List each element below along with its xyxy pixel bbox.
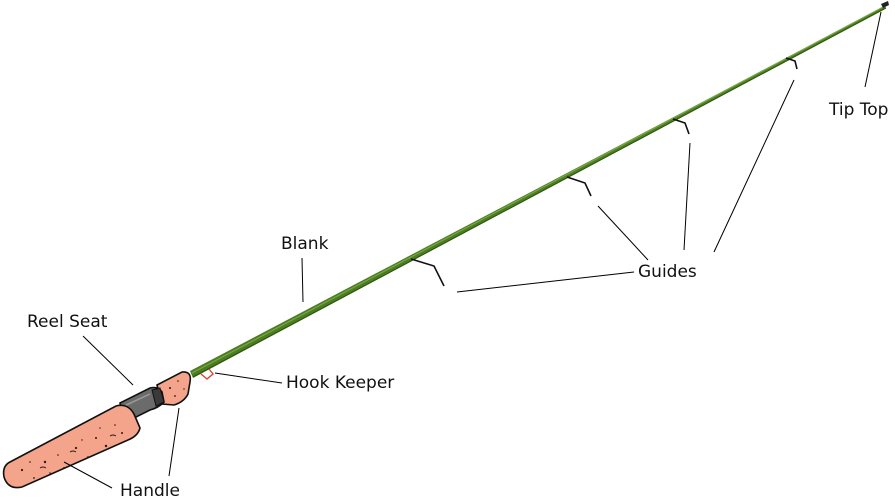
leader-blank (301, 257, 304, 303)
hook-keeper (200, 368, 214, 380)
handle-grip (2, 404, 141, 489)
blank-shadow (192, 7, 887, 378)
tip-top (881, 1, 889, 8)
blank-highlight (191, 5, 886, 374)
guide-3 (672, 118, 690, 135)
rod-blank (190, 5, 887, 378)
leader-guides-4 (713, 79, 795, 253)
label-guides: Guides (638, 262, 697, 282)
label-reel-seat: Reel Seat (27, 312, 108, 332)
label-handle: Handle (120, 481, 180, 501)
guide-4 (785, 57, 798, 70)
leader-lines (63, 11, 882, 489)
leader-guides-1 (456, 271, 635, 293)
cork-specks (20, 424, 123, 479)
guide-1 (410, 258, 445, 287)
guide-2 (566, 176, 592, 197)
label-blank: Blank (281, 234, 329, 254)
leader-guides-3 (683, 142, 691, 251)
fore-grip (156, 371, 192, 406)
leader-hook-keeper (214, 372, 283, 384)
label-hook-keeper: Hook Keeper (286, 373, 395, 393)
guides (410, 57, 798, 287)
leader-handle-1 (63, 461, 113, 489)
leader-handle-2 (168, 407, 180, 477)
leader-guides-2 (597, 205, 649, 261)
label-tip-top: Tip Top (829, 100, 889, 120)
blank-shaft (190, 6, 886, 378)
leader-reel-seat (82, 335, 134, 386)
leader-tip-top (864, 11, 882, 88)
